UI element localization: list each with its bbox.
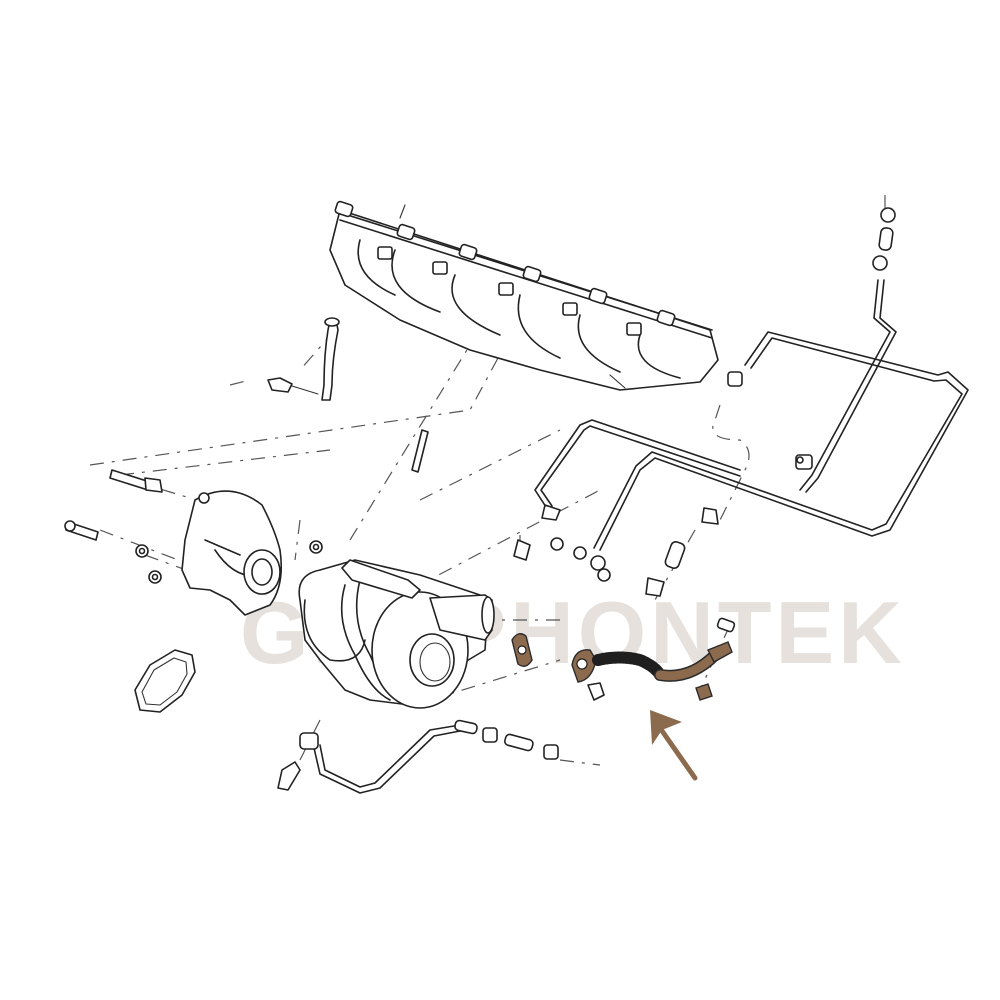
oil-return-pipe xyxy=(511,617,736,701)
manifold-bolt-and-pipe xyxy=(267,317,429,473)
bolt-icon xyxy=(109,469,163,493)
clip-icon xyxy=(727,371,743,387)
washer-icon xyxy=(716,617,736,633)
bolt-icon xyxy=(587,682,605,701)
banjo-fitting-icon xyxy=(880,207,896,223)
bolt-icon xyxy=(64,520,99,541)
callout-arrow-icon xyxy=(650,710,698,781)
turbocharger xyxy=(298,559,495,709)
outlet-gasket xyxy=(134,649,196,713)
clip-icon xyxy=(543,744,559,760)
bolt-icon xyxy=(695,683,713,701)
clip-icon xyxy=(482,727,498,743)
bolts-and-nuts xyxy=(64,469,323,584)
stud xyxy=(411,429,429,473)
lower-coolant-pipe xyxy=(277,719,559,794)
exhaust-manifold xyxy=(329,200,719,391)
banjo-fitting-icon xyxy=(872,255,888,271)
turbo-heat-shield xyxy=(181,490,283,616)
bolt-icon xyxy=(277,761,301,791)
clip-icon xyxy=(299,732,319,750)
oil-feed-lines xyxy=(513,207,969,597)
